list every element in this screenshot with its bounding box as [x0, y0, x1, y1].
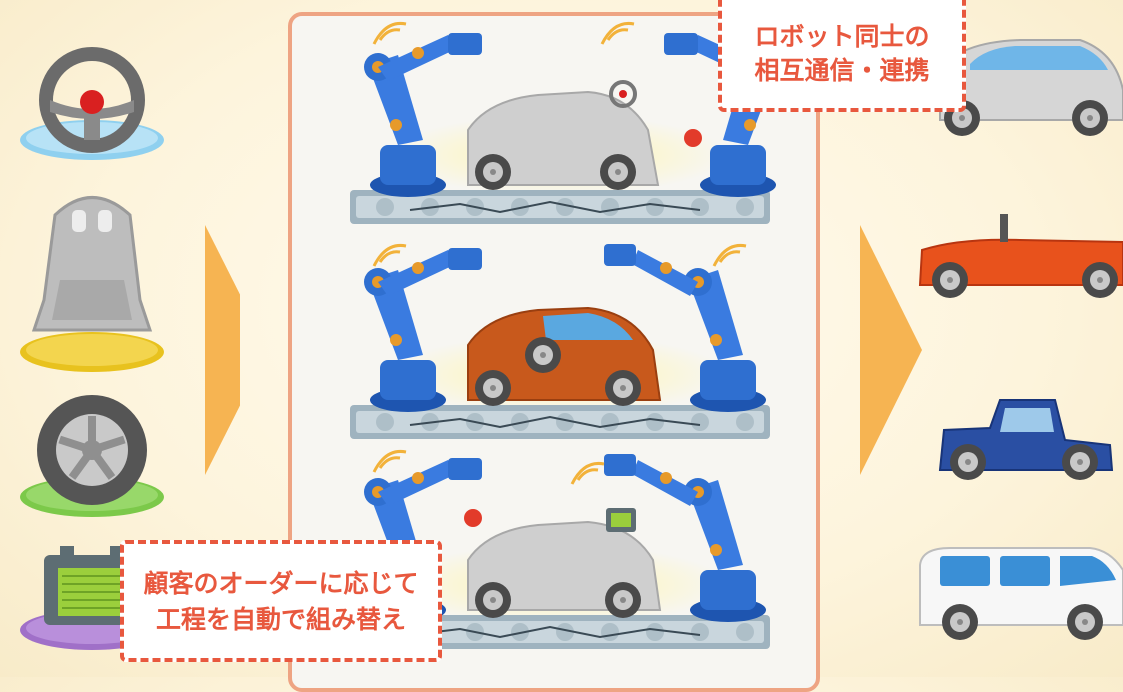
steering-wheel-icon [20, 47, 164, 160]
car-seat-icon [20, 196, 164, 372]
blue-classic-car-icon [938, 399, 1114, 480]
flow-arrow-left-icon [205, 225, 240, 475]
reconfigure-callout-line1: 顧客のオーダーに応じて [143, 569, 419, 598]
parts-column [20, 47, 240, 650]
white-van-icon [919, 547, 1123, 640]
silver-hatchback-icon [939, 39, 1123, 136]
output-cars [860, 39, 1123, 640]
communication-callout: ロボット同士の 相互通信・連携 [718, 0, 966, 112]
assembly-lines [349, 21, 782, 650]
tire-icon [20, 395, 164, 517]
assembly-line-3 [349, 454, 771, 650]
orange-convertible-icon [918, 214, 1123, 298]
reconfigure-callout: 顧客のオーダーに応じて 工程を自動で組み替え [120, 540, 442, 662]
communication-callout-line2: 相互通信・連携 [754, 56, 930, 85]
wireless-signal-icon [372, 21, 747, 485]
assembly-line-1 [349, 33, 782, 225]
reconfigure-callout-line2: 工程を自動で組み替え [155, 605, 406, 634]
flow-arrow-right-icon [860, 225, 922, 475]
assembly-line-2 [349, 244, 771, 440]
communication-callout-line1: ロボット同士の [754, 22, 930, 51]
